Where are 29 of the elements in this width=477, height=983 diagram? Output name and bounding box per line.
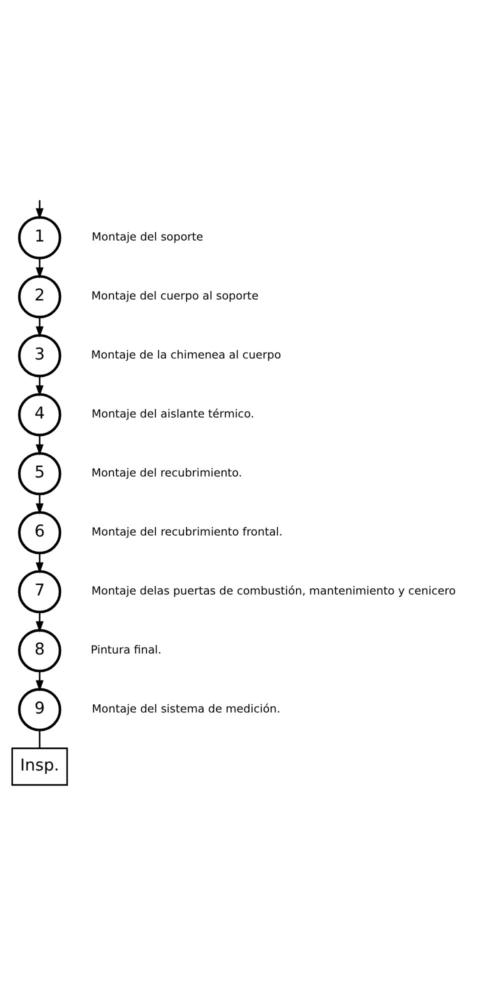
node-label: Montaje del cuerpo al soporte xyxy=(91,289,258,302)
node-label: Montaje delas puertas de combustión, mantenimiento y cenicero xyxy=(91,584,456,598)
node-label: Pintura final. xyxy=(90,643,162,656)
arrow xyxy=(36,670,44,691)
node-label: Montaje del recubrimiento. xyxy=(91,466,242,480)
node-circle: 9 xyxy=(18,688,62,731)
node-circle: 6 xyxy=(18,510,62,554)
node-box: Insp. xyxy=(11,747,68,786)
arrow xyxy=(36,316,44,338)
node-circle: 7 xyxy=(18,570,62,613)
node-label: Montaje del aislante térmico. xyxy=(92,407,254,420)
node-circle: 4 xyxy=(18,392,62,436)
node-circle: 1 xyxy=(18,216,62,259)
node-circle: 3 xyxy=(18,334,62,377)
arrow xyxy=(36,376,44,396)
arrow xyxy=(36,258,44,278)
node-circle: 5 xyxy=(18,452,62,495)
arrow xyxy=(36,434,44,456)
node-label: Montaje del soporte xyxy=(92,230,204,244)
arrow xyxy=(36,552,44,574)
arrow xyxy=(36,494,44,514)
connector xyxy=(38,730,40,748)
node-label: Montaje del recubrimiento frontal. xyxy=(92,525,283,538)
arrow xyxy=(36,200,44,219)
node-label: Montaje del sistema de medición. xyxy=(92,702,280,716)
node-circle: 2 xyxy=(18,274,62,318)
arrow xyxy=(36,612,44,632)
node-circle: 8 xyxy=(18,628,62,672)
node-label: Montaje de la chimenea al cuerpo xyxy=(91,348,282,362)
